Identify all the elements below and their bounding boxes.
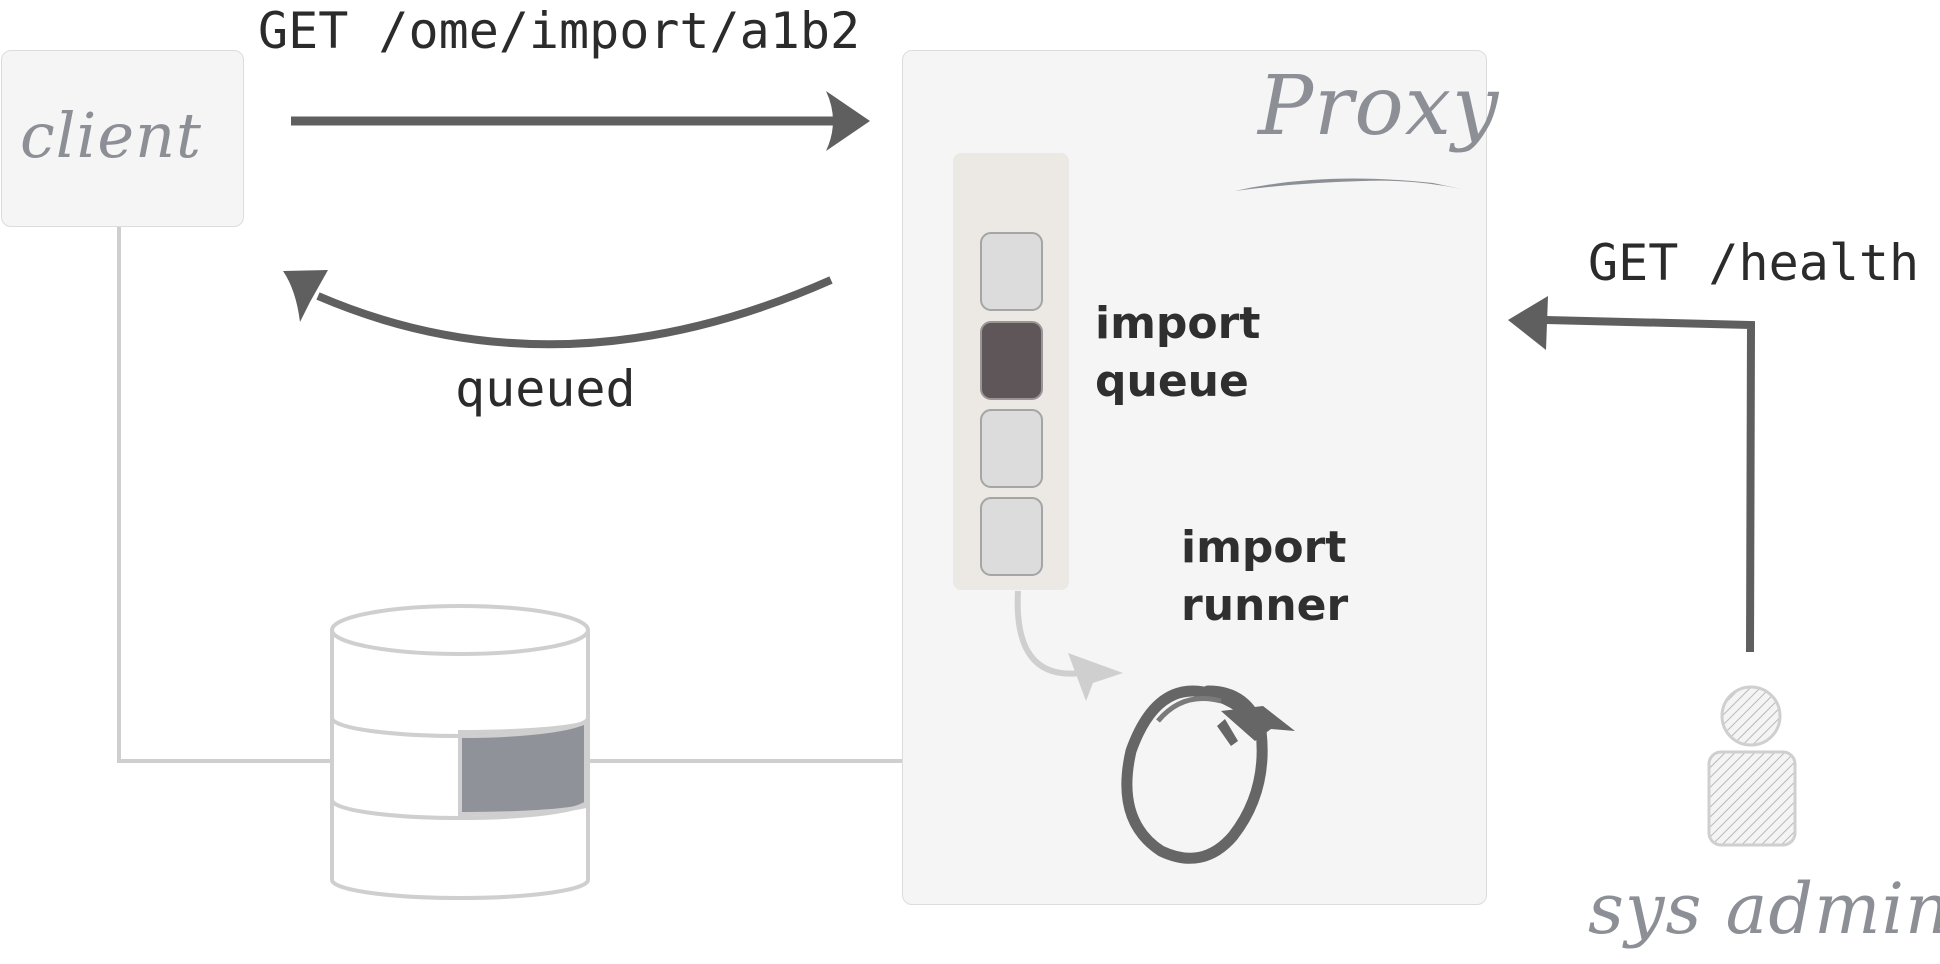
queue-slot <box>980 497 1043 576</box>
import-response-label: queued <box>455 360 636 418</box>
health-request-arrow <box>1508 296 1756 653</box>
sysadmin-label: sys admin <box>1588 868 1940 950</box>
proxy-label: Proxy <box>1258 59 1500 154</box>
import-runner-label: import runner <box>1181 522 1349 631</box>
queued-response-arrow <box>283 270 833 349</box>
runner-graphic <box>1014 590 1295 864</box>
proxy-underline <box>1235 178 1461 191</box>
health-request-label: GET /health <box>1588 234 1920 292</box>
client-node: client <box>1 50 244 227</box>
queue-slot <box>980 409 1043 488</box>
import-queue-label: import queue <box>1095 298 1261 407</box>
queue-slot-active <box>980 321 1043 400</box>
import-request-arrow <box>291 91 870 151</box>
proxy-node: Proxy import queue import runner <box>902 50 1498 905</box>
import-request-label: GET /ome/import/a1b2 <box>258 2 861 60</box>
import-queue <box>953 153 1069 590</box>
client-label: client <box>20 99 202 172</box>
sysadmin-person-icon <box>1707 685 1797 847</box>
runner-loop-icon <box>1121 685 1295 864</box>
queue-slot <box>980 232 1043 311</box>
database-icon <box>330 604 590 900</box>
queue-to-runner-arrow <box>1014 590 1123 701</box>
storage-connector <box>117 226 904 763</box>
